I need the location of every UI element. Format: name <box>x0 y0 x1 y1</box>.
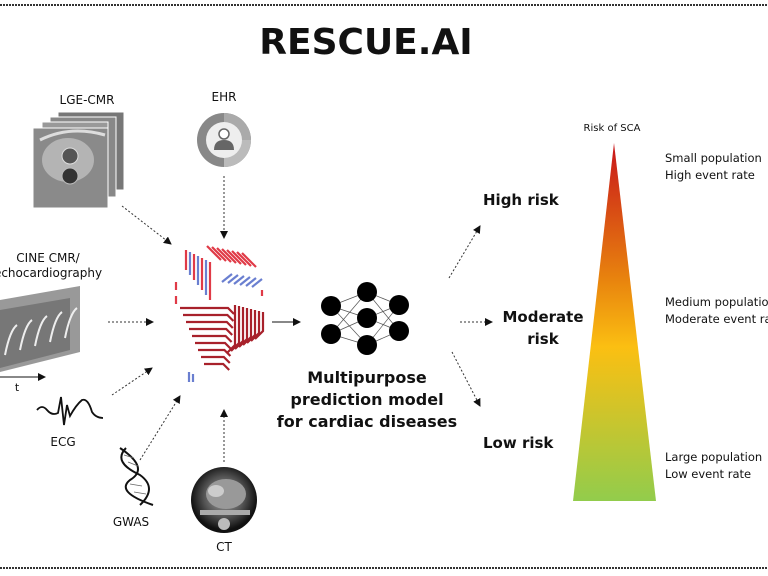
bottom-event-rate-text: Low event rate <box>665 467 751 481</box>
model-label-line1: Multipurpose <box>307 368 427 387</box>
heart-circuit-trace <box>226 249 242 265</box>
moderate-risk-label-line1: Moderate <box>502 308 583 326</box>
heart-circuit-trace <box>241 252 257 268</box>
heart-circuit-trace <box>227 274 239 284</box>
heart-circuit-trace <box>236 251 252 267</box>
ecg-label: ECG <box>50 435 75 449</box>
arrow-to-low-risk <box>451 351 481 407</box>
heart-circuit-trace <box>226 305 237 354</box>
heart-circuit-trace <box>239 276 251 286</box>
heart-circuit-trace <box>230 306 241 352</box>
heart-circuit-trace <box>186 320 234 329</box>
moderate-risk-label-line2: risk <box>527 330 559 348</box>
circuit-heart-icon <box>174 245 265 382</box>
cine-label-line1: CINE CMR/ <box>16 251 80 265</box>
heart-circuit-trace <box>245 277 257 287</box>
heart-circuit-trace <box>254 312 265 340</box>
arrow-to-high-risk <box>448 225 481 279</box>
mid-population-text: Medium population <box>665 295 768 309</box>
bottom-population-text: Large population <box>665 450 762 464</box>
cine-film-strip <box>0 286 80 372</box>
ct-scan-image <box>191 467 257 533</box>
mid-event-rate-text: Moderate event rate <box>665 312 768 326</box>
heart-circuit-trace <box>221 248 237 264</box>
ehr-icon <box>197 113 251 167</box>
heart-circuit-trace <box>251 278 263 288</box>
heart-circuit-trace <box>211 246 227 262</box>
arrow-ecg-to-heart <box>111 367 153 396</box>
heart-circuit-trace <box>189 327 233 336</box>
heart-circuit-trace <box>201 355 231 364</box>
low-risk-label: Low risk <box>483 434 554 452</box>
heart-circuit-trace <box>204 362 230 371</box>
model-label-line2: prediction model <box>290 390 443 409</box>
page-title: RESCUE.AI <box>259 22 472 63</box>
heart-circuit-trace <box>195 341 232 350</box>
heart-circuit-trace <box>180 306 235 315</box>
heart-circuit-trace <box>238 308 249 348</box>
heart-circuit-trace <box>250 311 261 342</box>
dna-helix-icon <box>119 447 154 506</box>
heart-circuit-trace <box>246 310 257 344</box>
top-event-rate-text: High event rate <box>665 168 755 182</box>
heart-circuit-trace <box>231 250 247 266</box>
ehr-label: EHR <box>212 90 237 104</box>
cine-label-line2: echocardiography <box>0 266 102 280</box>
heart-circuit-trace <box>187 372 195 382</box>
ct-label: CT <box>216 540 232 554</box>
heart-circuit-trace <box>221 273 233 283</box>
heart-circuit-trace <box>242 309 253 346</box>
heart-circuit-trace <box>206 245 222 261</box>
risk-of-sca-label: Risk of SCA <box>584 123 641 134</box>
arrow-lge-to-heart <box>121 205 172 245</box>
top-population-text: Small population <box>665 151 762 165</box>
high-risk-label: High risk <box>483 191 560 209</box>
lge-cmr-label: LGE-CMR <box>60 93 115 107</box>
heart-circuit-trace <box>192 334 233 343</box>
risk-gradient-triangle <box>573 143 656 501</box>
model-label-line3: for cardiac diseases <box>277 412 457 431</box>
neural-network-icon <box>321 282 409 355</box>
time-axis-label: t <box>15 381 20 394</box>
lge-cmr-image-stack <box>32 111 125 209</box>
heart-circuit-trace <box>183 313 235 322</box>
gwas-label: GWAS <box>113 515 149 529</box>
heart-circuit-trace <box>198 348 232 357</box>
arrow-gwas-to-heart <box>139 395 181 461</box>
heart-circuit-trace <box>216 247 232 263</box>
heart-circuit-trace <box>233 275 245 285</box>
ecg-waveform-icon <box>36 396 104 426</box>
heart-circuit-trace <box>234 307 245 350</box>
